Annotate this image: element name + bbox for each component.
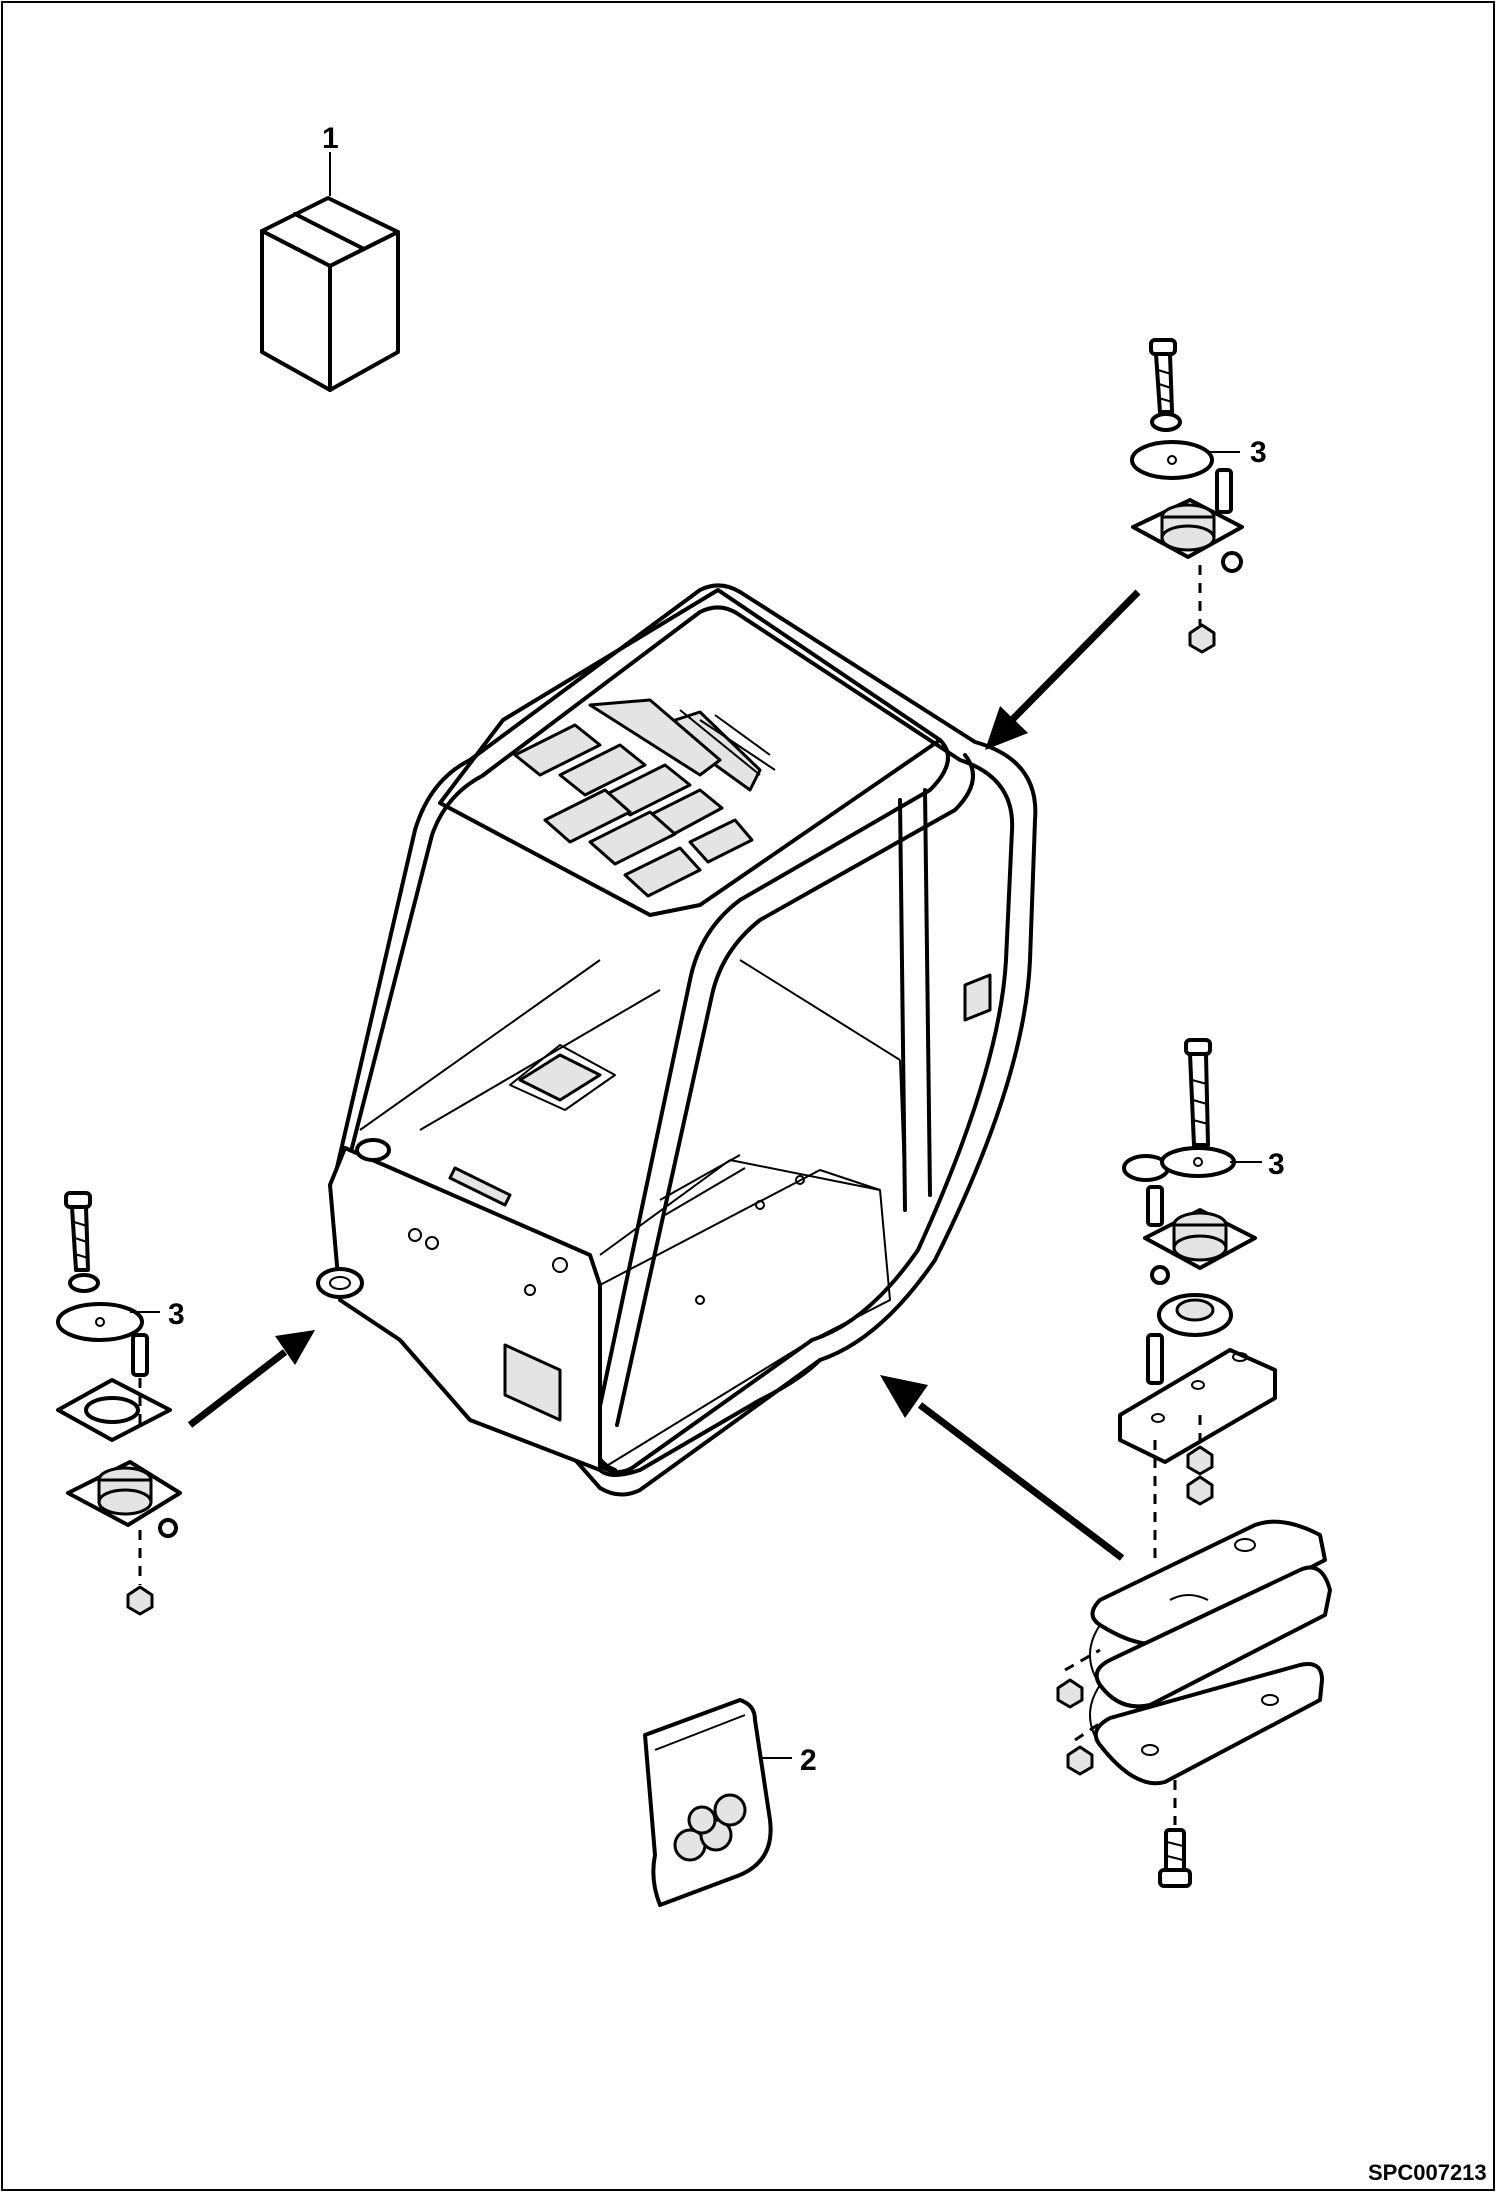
cab-frame	[316, 583, 1038, 1497]
arrow-top-right	[985, 589, 1141, 750]
kit-box-icon	[260, 196, 400, 392]
callout-1: 1	[322, 122, 339, 155]
arrow-left	[187, 1330, 315, 1428]
mount-kit-right	[1056, 1038, 1332, 1888]
drawing-code: SPC007213	[1368, 2160, 1487, 2185]
mount-kit-top-right	[1130, 338, 1244, 654]
arrow-bottom-right	[880, 1375, 1125, 1561]
callout-3-top: 3	[1250, 436, 1267, 469]
roof-vents	[513, 698, 776, 898]
seal-kit-bag-icon	[643, 1698, 773, 1907]
callout-3-left: 3	[168, 1298, 185, 1331]
callout-2: 2	[800, 1744, 817, 1777]
mount-kit-left	[56, 1191, 182, 1616]
callout-3-right: 3	[1268, 1148, 1285, 1181]
